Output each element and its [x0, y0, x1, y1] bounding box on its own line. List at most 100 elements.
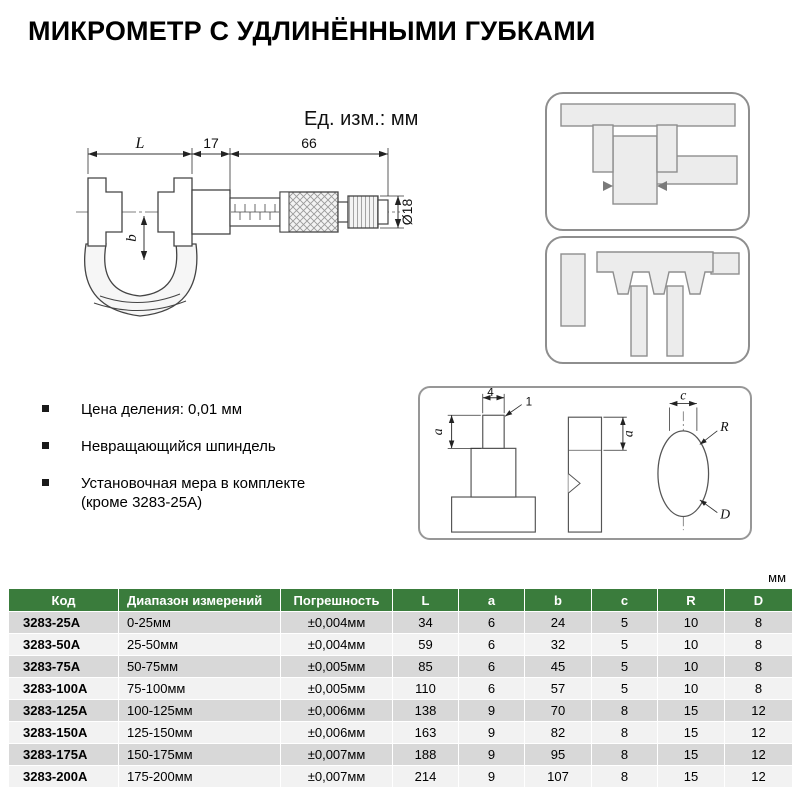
figC-leader-R	[699, 430, 718, 445]
table-cell: 24	[524, 611, 592, 634]
table-units-note: мм	[768, 570, 786, 585]
right-jaw	[157, 177, 193, 247]
table-cell: 100-125мм	[118, 699, 281, 722]
table-cell: 125-150мм	[118, 721, 281, 744]
page-title: МИКРОМЕТР С УДЛИНЁННЫМИ ГУБКАМИ	[28, 16, 596, 46]
flange	[612, 135, 658, 205]
ratchet	[347, 195, 379, 229]
feature-item: Установочная мера в комплекте (кроме 328…	[42, 474, 326, 514]
table-cell: 9	[458, 699, 525, 722]
table-cell: 12	[724, 721, 793, 744]
table-cell: 10	[657, 611, 725, 634]
dim-label-L: L	[135, 135, 145, 152]
table-cell: 15	[657, 721, 725, 744]
table-cell: 59	[392, 633, 459, 656]
table-cell: 12	[724, 743, 793, 766]
frame-grip-line2	[93, 300, 187, 311]
column-header: D	[724, 588, 793, 612]
table-cell: 163	[392, 721, 459, 744]
table-cell: 107	[524, 765, 592, 788]
lower-prong-left	[630, 285, 648, 357]
dim-label-1: 1	[526, 396, 533, 409]
feature-item: Невращающийся шпиндель	[42, 437, 326, 457]
table-cell: 5	[591, 655, 658, 678]
dim-label-17: 17	[203, 135, 219, 151]
table-cell: 75-100мм	[118, 677, 281, 700]
table-cell: 6	[458, 611, 525, 634]
table-cell: 57	[524, 677, 592, 700]
gear-shaft	[710, 252, 740, 275]
code-cell: 3283-100А	[8, 677, 119, 700]
table-cell: 12	[724, 765, 793, 788]
arrow-right	[657, 181, 667, 191]
table-cell: 15	[657, 699, 725, 722]
table-cell: 188	[392, 743, 459, 766]
table-cell: 10	[657, 633, 725, 656]
feature-text: Цена деления: 0,01 мм	[81, 401, 243, 418]
dim-label-a-left: a	[430, 428, 445, 435]
right-prong	[656, 124, 678, 173]
table-cell: 8	[724, 633, 793, 656]
left-prong	[592, 124, 614, 173]
dim-label-4: 4	[487, 388, 494, 399]
figC-leader-D	[699, 499, 718, 513]
table-cell: 15	[657, 765, 725, 788]
table-cell: 8	[591, 721, 658, 744]
table-cell: 8	[591, 699, 658, 722]
table-cell: 50-75мм	[118, 655, 281, 678]
table-cell: 12	[724, 699, 793, 722]
table-cell: 25-50мм	[118, 633, 281, 656]
table-cell: 5	[591, 633, 658, 656]
jaw-detail-view: a 4 1 a c R D	[430, 388, 730, 533]
square-bullet-icon	[42, 441, 49, 449]
table-cell: 34	[392, 611, 459, 634]
dim-label-diameter: Ø18	[399, 199, 415, 226]
usage-illustration-gear	[545, 236, 750, 364]
jaw-bar	[560, 103, 736, 127]
table-cell: 10	[657, 655, 725, 678]
feature-text: Невращающийся шпиндель	[81, 437, 276, 455]
table-cell: 5	[591, 677, 658, 700]
column-header: Диапазон измерений	[118, 588, 281, 612]
table-cell: 32	[524, 633, 592, 656]
column-header: R	[657, 588, 725, 612]
extension-lines	[87, 148, 389, 196]
table-cell: 150-175мм	[118, 743, 281, 766]
column-header: a	[458, 588, 525, 612]
table-cell: 9	[458, 765, 525, 788]
frame-grip-line	[99, 293, 181, 303]
column-header: b	[524, 588, 592, 612]
table-cell: 9	[458, 743, 525, 766]
feature-text: Установочная мера в комплекте (кроме 328…	[81, 474, 306, 512]
figC-section	[657, 430, 710, 518]
table-cell: ±0,006мм	[280, 699, 393, 722]
square-bullet-icon	[42, 478, 49, 486]
units-note: Ед. изм.: мм	[304, 108, 419, 130]
sleeve-graduations	[234, 204, 276, 220]
table-cell: 8	[591, 743, 658, 766]
table-cell: ±0,005мм	[280, 677, 393, 700]
table-cell: 8	[591, 765, 658, 788]
table-cell: 45	[524, 655, 592, 678]
figB-notch	[568, 473, 581, 494]
table-cell: 8	[724, 677, 793, 700]
table-cell: ±0,006мм	[280, 721, 393, 744]
table-cell: 6	[458, 655, 525, 678]
gear-teeth	[596, 251, 714, 295]
figC-ext-c	[669, 407, 698, 431]
dim-label-b: b	[124, 234, 140, 242]
table-cell: 0-25мм	[118, 611, 281, 634]
housing	[191, 189, 231, 235]
figB-slab	[567, 416, 603, 533]
column-header: c	[591, 588, 658, 612]
table-cell: 214	[392, 765, 459, 788]
code-cell: 3283-175А	[8, 743, 119, 766]
gear-measurement-drawing	[560, 251, 740, 357]
